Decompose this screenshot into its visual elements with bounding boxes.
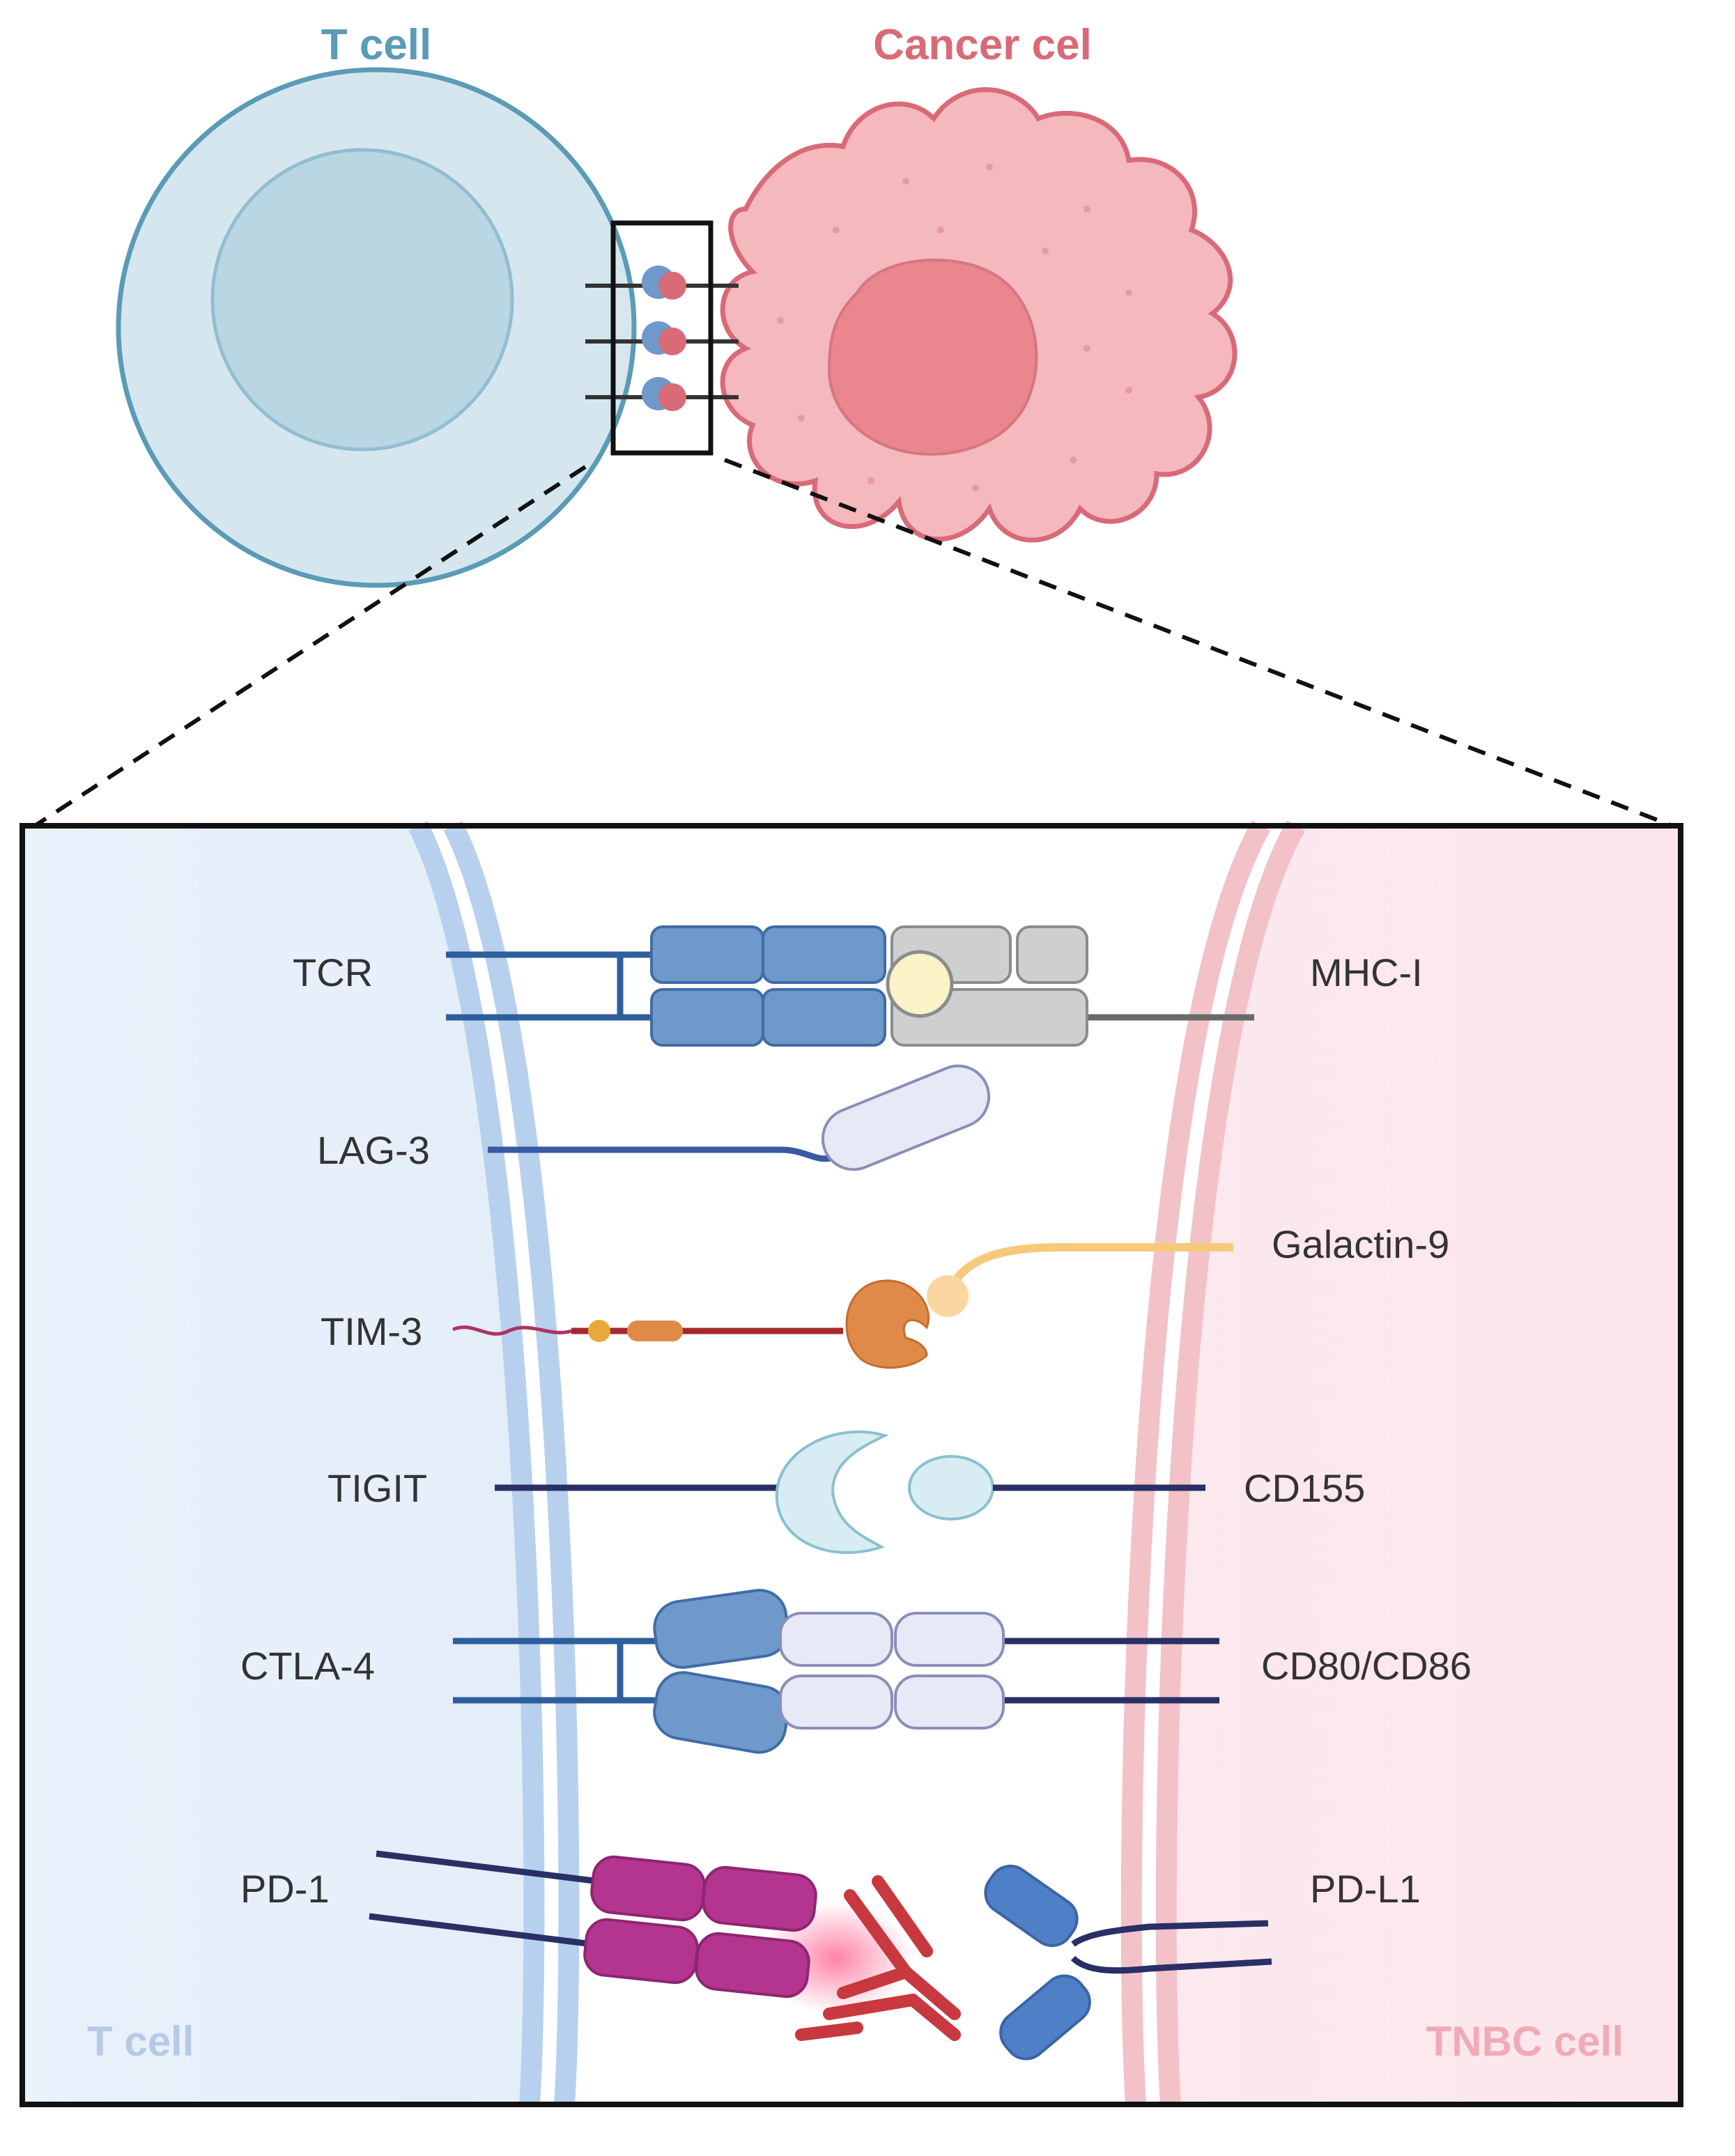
panel-right-corner-label: TNBC cell [1426,2018,1624,2065]
ctla4-cd80-cd86 [453,1589,1219,1754]
zoom-line-right [723,458,1674,828]
label-cd80-cd86: CD80/CD86 [1261,1644,1472,1688]
label-galactin-9: Galactin-9 [1272,1222,1449,1266]
t-cell-title: T cell [321,21,432,69]
zoom-line-left [33,465,587,828]
label-tcr: TCR [293,950,373,994]
label-mhc-i: MHC-I [1310,950,1423,994]
label-tim-3: TIM-3 [321,1309,422,1353]
cancer-cell-illustration [720,87,1237,543]
label-tigit: TIGIT [327,1466,427,1510]
pd1-pdl1-antibodies [369,1850,1272,2061]
label-ctla-4: CTLA-4 [240,1644,375,1688]
cancer-cell-title: Cancer cel [873,21,1092,69]
tigit-cd155 [495,1430,1205,1554]
tim3-galectin9 [452,1243,1233,1369]
label-cd155: CD155 [1244,1466,1365,1510]
lag3-receptor [488,1064,991,1171]
label-lag-3: LAG-3 [317,1128,430,1172]
zoom-box [610,220,714,456]
panel-left-corner-label: T cell [87,2018,194,2065]
t-cell-illustration [116,67,637,588]
tcr-mhc-complex [446,925,1254,1047]
label-pd-1: PD-1 [240,1867,330,1911]
label-pd-l1: PD-L1 [1310,1867,1421,1911]
